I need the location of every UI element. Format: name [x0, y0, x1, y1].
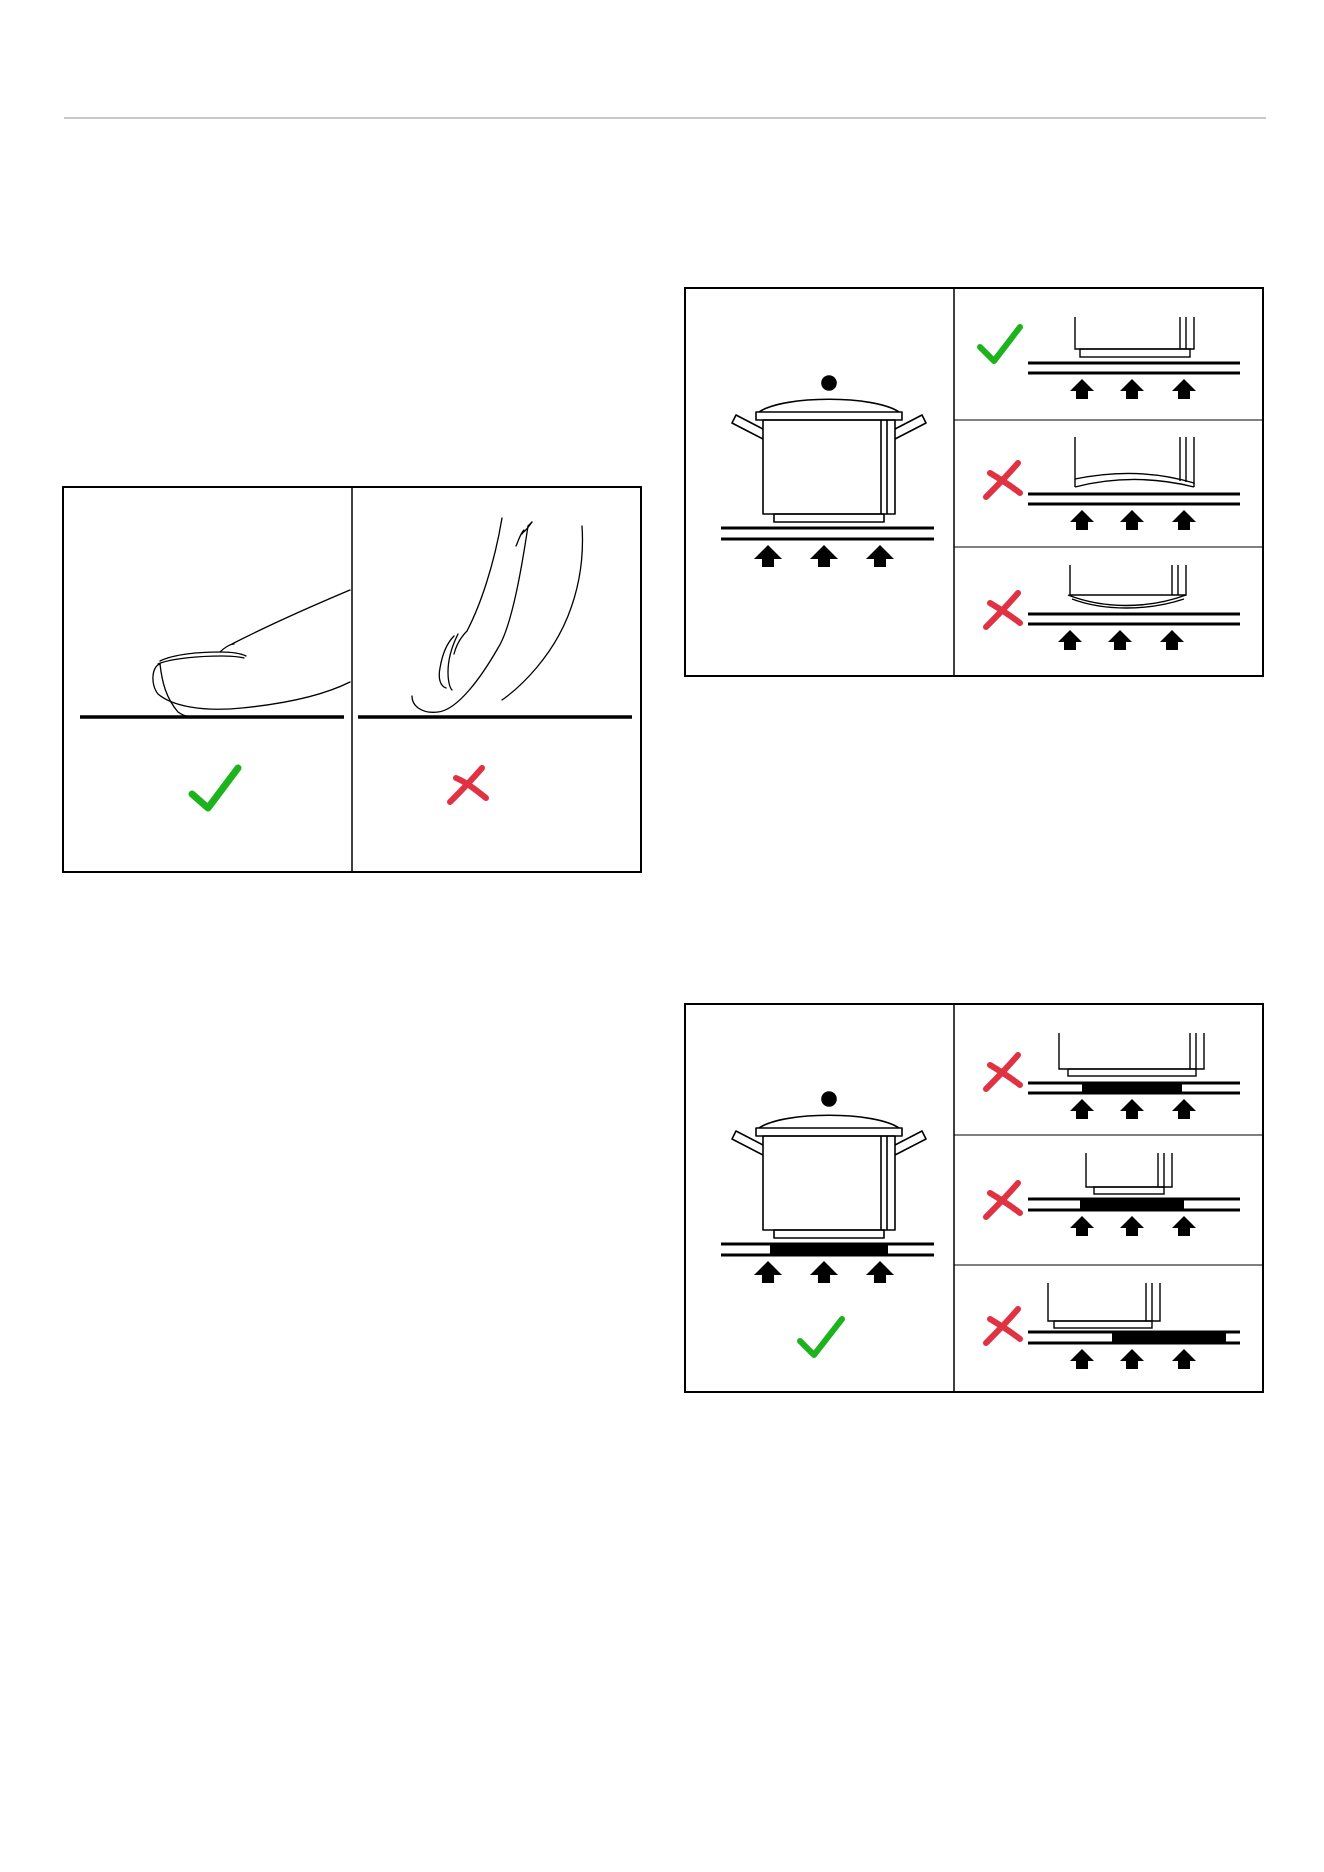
up-arrow-icon	[1070, 1216, 1196, 1236]
pan-convex-base	[1068, 565, 1186, 608]
cooking-zone	[770, 1244, 888, 1254]
up-arrow-icon	[754, 545, 894, 567]
up-arrow-icon	[1070, 1349, 1196, 1369]
pan-larger-than-zone	[1059, 1033, 1204, 1076]
fingertip-illustration	[412, 518, 582, 712]
pan-size-diagram	[684, 1003, 1264, 1393]
cooking-pot-illustration	[732, 376, 926, 522]
up-arrow-icon	[754, 1261, 894, 1283]
cross-icon	[986, 1055, 1020, 1089]
pan-smaller-than-zone	[1086, 1153, 1172, 1194]
up-arrow-icon	[1070, 379, 1196, 399]
flat-finger-illustration	[153, 590, 350, 716]
check-icon	[800, 1319, 842, 1355]
pan-concave-base	[1075, 437, 1194, 487]
cross-icon	[986, 1309, 1020, 1343]
cross-icon	[986, 463, 1020, 497]
pan-off-centre	[1048, 1283, 1160, 1328]
up-arrow-icon	[1070, 1099, 1196, 1119]
cooking-zone-row3	[1112, 1332, 1226, 1342]
cross-icon	[986, 593, 1020, 627]
cross-icon	[450, 768, 486, 802]
pan-flat-base	[1075, 317, 1194, 357]
up-arrow-icon	[1058, 630, 1184, 650]
cross-icon	[986, 1183, 1020, 1217]
pan-flat-panel-frame	[685, 288, 1263, 676]
pan-base-flatness-diagram	[684, 287, 1264, 677]
cooking-pot-illustration	[732, 1092, 926, 1238]
cooking-zone-row2	[1080, 1199, 1184, 1209]
up-arrow-icon	[1070, 510, 1196, 530]
finger-touch-diagram	[62, 486, 642, 873]
cooking-zone-row1	[1082, 1083, 1182, 1092]
check-icon	[980, 327, 1020, 361]
header-rule	[64, 117, 1266, 119]
check-icon	[192, 768, 238, 808]
